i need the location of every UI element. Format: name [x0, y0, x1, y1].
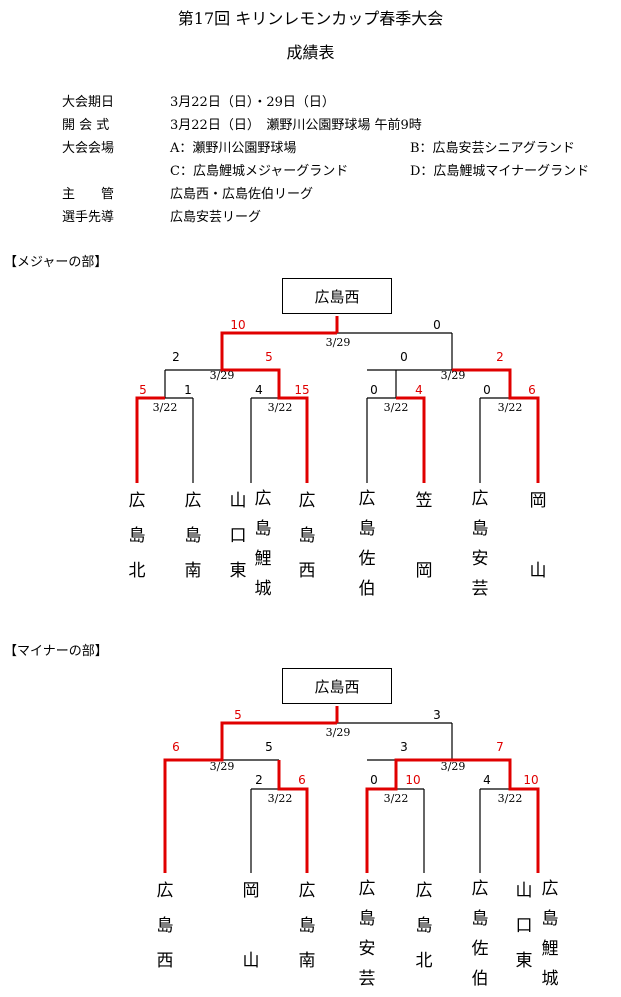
minor-q3-right-score: 10: [523, 773, 539, 787]
info-label-date: 大会期日: [62, 95, 115, 110]
major-q1-date: 3/22: [152, 401, 178, 414]
major-sf2-right-score: 2: [496, 350, 504, 364]
minor-q3-date: 3/22: [497, 792, 523, 805]
minor-q2-date: 3/22: [383, 792, 409, 805]
minor-sf1-date: 3/29: [209, 760, 235, 773]
major-q3-left-score: 0: [370, 383, 378, 397]
minor-team-hiroshima-minami: 広島南: [298, 881, 316, 971]
major-q4-date: 3/22: [497, 401, 523, 414]
major-q4-right-score: 6: [528, 383, 536, 397]
major-team-hiroshima-minami: 広島南: [184, 491, 202, 581]
major-team-kasaoka: 笠 岡: [415, 491, 433, 581]
minor-sf2-right-score: 7: [496, 740, 504, 754]
major-champion-box: 広島西: [282, 278, 392, 314]
minor-team-hiroshima-nishi: 広島西: [156, 881, 174, 971]
major-q2-date: 3/22: [267, 401, 293, 414]
page-subtitle: 成績表: [286, 43, 335, 62]
info-label-opening: 開 会 式: [62, 118, 110, 133]
minor-q2-left-score: 0: [370, 773, 378, 787]
minor-q1-date: 3/22: [267, 792, 293, 805]
page-title: 第17回 キリンレモンカップ春季大会: [177, 9, 444, 28]
minor-team-hiroshima-kita: 広島北: [415, 881, 433, 971]
major-team-hiroshima-nishi: 広島西: [298, 491, 316, 581]
info-value-venue-d: D：広島鯉城マイナーグランド: [410, 164, 590, 179]
minor-section-label: 【マイナーの部】: [4, 644, 108, 659]
info-value-host: 広島西・広島佐伯リーグ: [170, 187, 314, 202]
major-sf2-left-score: 0: [400, 350, 408, 364]
minor-team-hiroshima-aki: 広島安芸: [358, 879, 376, 989]
major-sf1-right-score: 5: [265, 350, 273, 364]
info-value-lead: 広島安芸リーグ: [170, 210, 262, 225]
info-label-lead: 選手先導: [62, 210, 115, 225]
minor-q2-right-score: 10: [405, 773, 421, 787]
major-q2-left-score: 4: [255, 383, 263, 397]
major-final-date: 3/29: [325, 336, 351, 349]
major-team-yamaguchi-higashi: 山口東: [229, 491, 247, 581]
minor-final-date: 3/29: [325, 726, 351, 739]
major-sf1-left-score: 2: [172, 350, 180, 364]
minor-sf1-left-score: 6: [172, 740, 180, 754]
major-final-right-score: 0: [433, 318, 441, 332]
minor-sf2-left-score: 3: [400, 740, 408, 754]
minor-sf2-date: 3/29: [440, 760, 466, 773]
major-q1-right-score: 1: [184, 383, 192, 397]
major-team-okayama: 岡 山: [529, 491, 547, 581]
info-value-venue-a: A：瀬野川公園野球場: [170, 141, 297, 156]
minor-team-hiroshima-saeki: 広島佐伯: [471, 879, 489, 989]
minor-q3-left-score: 4: [483, 773, 491, 787]
major-q3-right-score: 4: [415, 383, 423, 397]
major-team-hiroshima-rijo: 広島鯉城: [254, 489, 272, 599]
major-q3-date: 3/22: [383, 401, 409, 414]
major-team-hiroshima-saeki: 広島佐伯: [358, 489, 376, 599]
minor-team-hiroshima-rijo: 広島鯉城: [541, 879, 559, 989]
info-label-venue: 大会会場: [62, 141, 115, 156]
major-sf2-date: 3/29: [440, 369, 466, 382]
minor-final-right-score: 3: [433, 708, 441, 722]
major-team-hiroshima-aki: 広島安芸: [471, 489, 489, 599]
info-label-host: 主 管: [62, 187, 115, 202]
minor-q1-left-score: 2: [255, 773, 263, 787]
info-value-date: 3月22日（日）・29日（日）: [170, 95, 335, 110]
minor-final-left-score: 5: [234, 708, 242, 722]
info-value-opening: 3月22日（日） 瀬野川公園野球場 午前9時: [170, 118, 422, 133]
minor-champion-box: 広島西: [282, 668, 392, 704]
major-q4-left-score: 0: [483, 383, 491, 397]
major-q1-left-score: 5: [139, 383, 147, 397]
major-sf1-date: 3/29: [209, 369, 235, 382]
minor-sf1-right-score: 5: [265, 740, 273, 754]
major-final-left-score: 10: [230, 318, 246, 332]
info-value-venue-b: B：広島安芸シニアグランド: [410, 141, 575, 156]
minor-q1-right-score: 6: [298, 773, 306, 787]
major-team-hiroshima-kita: 広島北: [128, 491, 146, 581]
info-value-venue-c: C：広島鯉城メジャーグランド: [170, 164, 349, 179]
major-q2-right-score: 15: [294, 383, 310, 397]
minor-team-okayama: 岡 山: [242, 881, 260, 971]
minor-team-yamaguchi-higashi: 山口東: [515, 881, 533, 971]
major-section-label: 【メジャーの部】: [4, 255, 108, 270]
